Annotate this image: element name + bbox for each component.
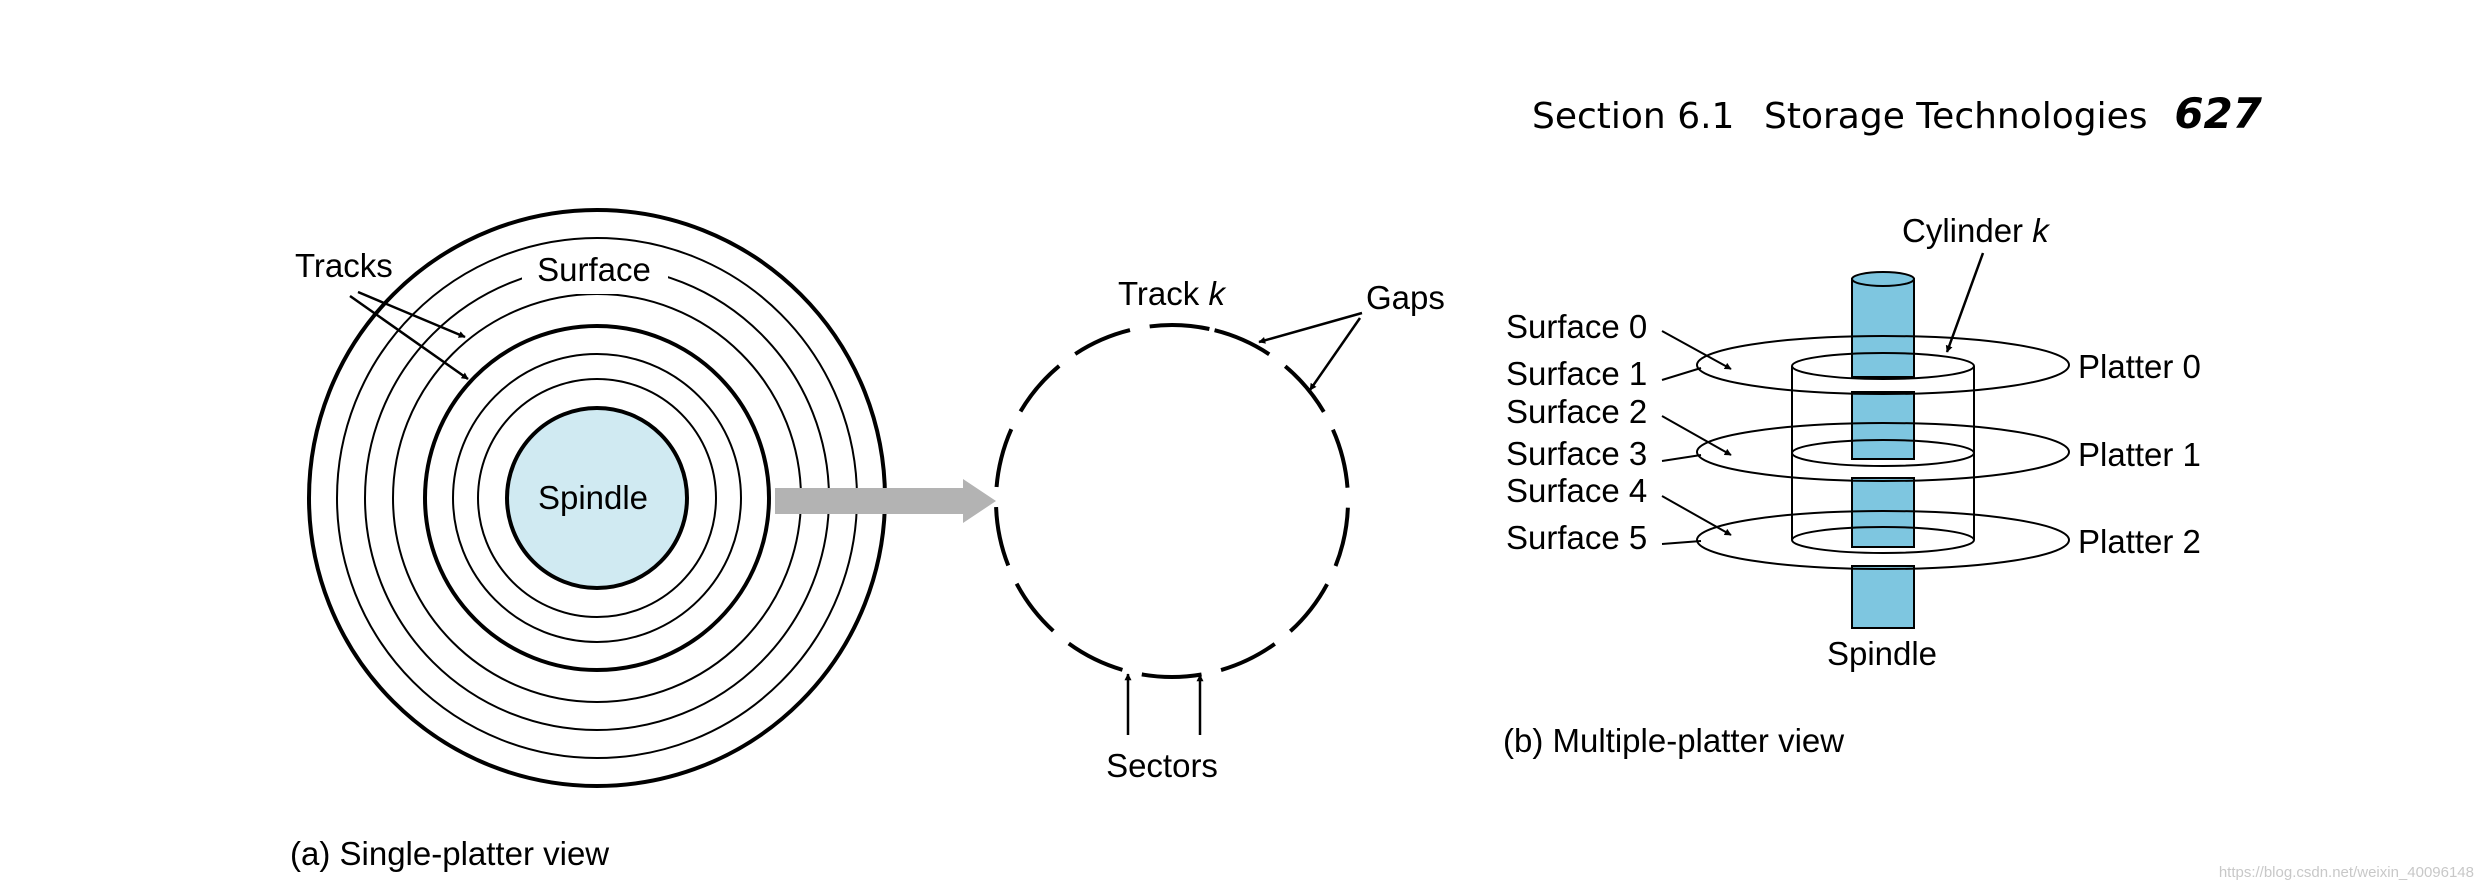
surface-0-pointer — [1661, 330, 1732, 370]
spindle — [505, 406, 689, 590]
surface-3-label: Surface 3 — [1506, 435, 1647, 472]
spindle-section — [1851, 391, 1915, 460]
spindle-label: Spindle — [538, 479, 648, 516]
caption-a: (a) Single-platter view — [290, 835, 609, 872]
platter-2 — [1696, 510, 2070, 570]
track-label-word: Track — [1118, 275, 1200, 312]
track-label-var: k — [1208, 275, 1226, 312]
platter-2-label: Platter 2 — [2078, 523, 2201, 560]
multi-platter-view: Cylinder k Surface 0 Surface 1 Surface 2… — [1503, 212, 2201, 759]
cylinder-label-word: Cylinder — [1902, 212, 2023, 249]
track-ring — [452, 353, 742, 643]
single-track: Track k Gaps Sectors — [994, 275, 1445, 784]
caption-b: (b) Multiple-platter view — [1503, 722, 1844, 759]
track-sectors — [994, 323, 1350, 679]
tracks-arrow — [357, 290, 466, 339]
chapter-title: Storage Technologies — [1764, 96, 2148, 137]
surface-4-label: Surface 4 — [1506, 472, 1647, 509]
zoom-arrow-shaft — [775, 488, 965, 514]
gaps-arrow — [1308, 317, 1362, 391]
spindle-label: Spindle — [1827, 635, 1937, 672]
surface-3-pointer — [1661, 454, 1702, 462]
cylinder-k — [1791, 352, 1975, 554]
track-ring-highlighted — [423, 324, 771, 672]
zoom-arrow-head — [963, 479, 996, 523]
platter-0 — [1696, 335, 2070, 395]
surface-0-label: Surface 0 — [1506, 308, 1647, 345]
surface-5-label: Surface 5 — [1506, 519, 1647, 556]
surface-4-pointer — [1661, 495, 1732, 536]
surface-5-pointer — [1661, 540, 1702, 545]
page-number: 627 — [2174, 89, 2262, 138]
page-header: Section 6.1 Storage Technologies 627 — [1532, 89, 2263, 138]
single-platter-view: Spindle Surface Tracks Track k Gaps Sect… — [290, 208, 1445, 872]
watermark: https://blog.csdn.net/weixin_40096148 — [2219, 864, 2474, 881]
tracks-arrow — [349, 294, 469, 381]
cylinder-label: Cylinder k — [1902, 212, 2050, 249]
tracks-label: Tracks — [295, 247, 393, 284]
platter-1-label: Platter 1 — [2078, 436, 2201, 473]
platter-0-label: Platter 0 — [2078, 348, 2201, 385]
surface-2-pointer — [1661, 415, 1732, 456]
spindle-bottom — [1851, 565, 1915, 629]
surface-1-label: Surface 1 — [1506, 355, 1647, 392]
surface-1-pointer — [1661, 367, 1702, 381]
zoom-arrow — [775, 479, 996, 523]
surface-2-label: Surface 2 — [1506, 393, 1647, 430]
spindle-top-cap — [1851, 271, 1915, 287]
platter-1 — [1696, 422, 2070, 482]
surface-label-bg — [522, 250, 668, 294]
gaps-arrow — [1258, 311, 1363, 344]
track-ring — [477, 378, 717, 618]
spindle-section — [1851, 477, 1915, 548]
track-label: Track k — [1118, 275, 1226, 312]
cylinder-arrow — [1945, 252, 1985, 353]
gaps-label: Gaps — [1366, 279, 1445, 316]
surface-label: Surface — [537, 251, 651, 288]
section-number: Section 6.1 — [1532, 96, 1734, 137]
cylinder-label-var: k — [2032, 212, 2050, 249]
spindle-top — [1851, 278, 1915, 378]
sectors-label: Sectors — [1106, 747, 1218, 784]
